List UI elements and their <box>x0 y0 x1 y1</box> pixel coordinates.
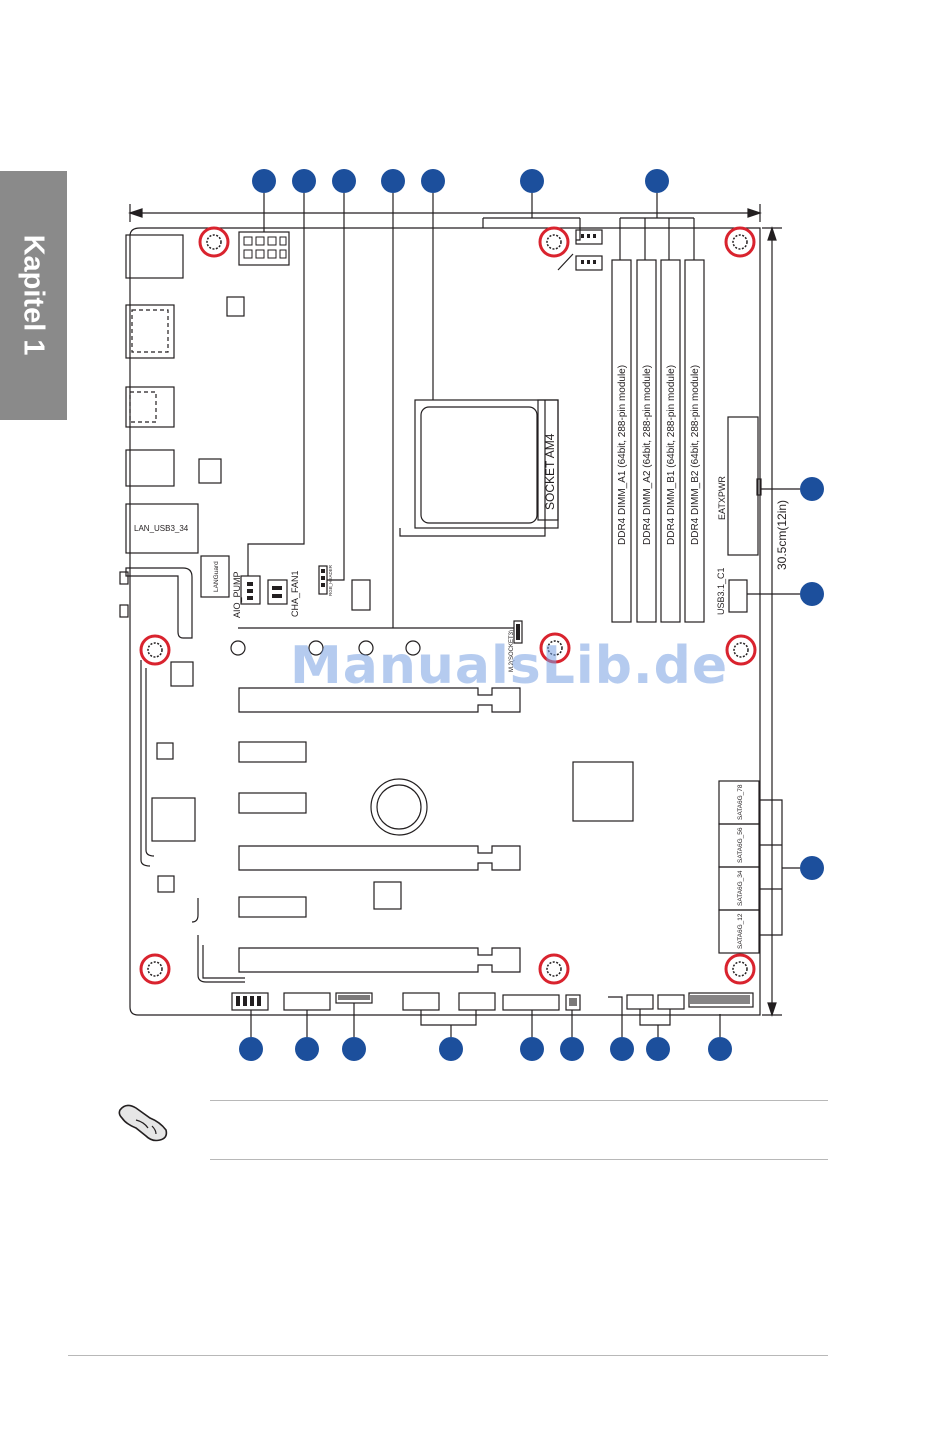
header-b2 <box>283 992 331 1011</box>
rear-io-audio <box>125 567 193 639</box>
standoff-1 <box>198 226 230 258</box>
footer-rule <box>68 1355 828 1356</box>
header-b9 <box>657 994 685 1010</box>
cha-fan-label: CHA_FAN1 <box>290 570 300 617</box>
pcie-x16-slot-3 <box>238 947 521 973</box>
lan-label: LAN_USB3_34 <box>134 524 189 533</box>
dimm-label-b1: DDR4 DIMM_B1 (64bit, 288-pin module) <box>666 365 677 545</box>
dimm-slot-a1 <box>611 259 632 623</box>
cpu-opt-header <box>575 255 603 271</box>
socket-label: SOCKET AM4 <box>543 433 557 510</box>
rear-io-lan <box>125 503 199 554</box>
pcie-x16-slot-1 <box>238 687 521 713</box>
m2-label: M.2(SOCKET3) <box>509 630 515 672</box>
watermark: ManualsLib.de <box>290 636 729 696</box>
callout-dot <box>239 1037 263 1061</box>
standoff-2 <box>538 226 570 258</box>
header-b7 <box>565 994 581 1011</box>
sata-label-12: SATA6G_12 <box>737 913 744 949</box>
callout-dot <box>295 1037 319 1061</box>
callout-dot <box>800 856 824 880</box>
pcie-x1-slot-3 <box>238 896 307 918</box>
callout-dot <box>708 1037 732 1061</box>
aio-pump-label: AIO_PUMP <box>232 571 242 618</box>
header-b1 <box>231 992 269 1011</box>
standoff-6 <box>725 634 757 666</box>
rear-io-usb-block2 <box>125 386 175 428</box>
rear-io-ps2 <box>125 234 184 279</box>
pcie-x16-slot-2 <box>238 845 521 871</box>
note-rule-bottom <box>210 1159 828 1160</box>
header-b6 <box>502 994 560 1011</box>
languard-label: LANGuard <box>213 561 220 592</box>
sata-12 <box>718 909 760 954</box>
dimm-label-a1: DDR4 DIMM_A1 (64bit, 288-pin module) <box>617 365 628 545</box>
dimm-slot-a2 <box>636 259 657 623</box>
usb31-connector <box>728 579 748 613</box>
sata-label-78: SATA6G_78 <box>737 784 744 820</box>
note-rule-top <box>210 1100 828 1101</box>
callout-dot <box>381 169 405 193</box>
dimm-label-a2: DDR4 DIMM_A2 (64bit, 288-pin module) <box>642 365 653 545</box>
sata-label-56: SATA6G_56 <box>737 827 744 863</box>
pcie-x1-slot-1 <box>238 741 307 763</box>
dimm-slot-b1 <box>660 259 681 623</box>
rear-io-usb-block3 <box>125 449 175 487</box>
cmos-battery <box>370 778 428 836</box>
pcie-x1-slot-2 <box>238 792 307 814</box>
aio-pump-header <box>240 575 261 605</box>
standoff-4 <box>139 634 171 666</box>
callout-dot <box>646 1037 670 1061</box>
callout-dot <box>421 169 445 193</box>
callout-dot <box>292 169 316 193</box>
chapter-tab: Kapitel 1 <box>0 171 67 420</box>
callout-dot <box>800 582 824 606</box>
header-b4 <box>402 992 440 1011</box>
note-hand-icon <box>118 1104 168 1142</box>
cha-fan-header <box>267 579 288 605</box>
cpu-fan-header <box>575 229 603 245</box>
standoff-3 <box>724 226 756 258</box>
callout-markers <box>239 169 824 1061</box>
usb31-label: USB3.1_C1 <box>716 567 726 615</box>
sata-label-34: SATA6G_34 <box>737 870 744 906</box>
header-b8 <box>626 994 654 1010</box>
callout-dot <box>439 1037 463 1061</box>
dimension-label: 30.5cm(12in) <box>775 500 789 570</box>
callout-dot <box>520 169 544 193</box>
callout-dot <box>800 477 824 501</box>
callout-dot <box>610 1037 634 1061</box>
standoff-8 <box>538 953 570 985</box>
callout-dot <box>332 169 356 193</box>
callout-dot <box>560 1037 584 1061</box>
standoff-7 <box>139 953 171 985</box>
eatxpwr-connector <box>727 416 759 556</box>
standoff-9 <box>724 953 756 985</box>
m2-connector <box>513 620 523 644</box>
mounting-holes <box>139 226 757 985</box>
rear-io-usb-block <box>125 304 175 359</box>
standoff-5 <box>539 632 571 664</box>
chipset <box>572 761 634 822</box>
callout-dot <box>252 169 276 193</box>
header-b5 <box>458 992 496 1011</box>
callout-dot <box>520 1037 544 1061</box>
board-outline <box>129 227 761 1016</box>
dimm-label-b2: DDR4 DIMM_B2 (64bit, 288-pin module) <box>690 365 701 545</box>
callout-dot <box>342 1037 366 1061</box>
callout-dot <box>645 169 669 193</box>
header-b10 <box>688 992 754 1008</box>
eatxpwr-label: EATXPWR <box>717 476 727 520</box>
rgb-header-label: RGB_HEADER <box>328 564 333 596</box>
